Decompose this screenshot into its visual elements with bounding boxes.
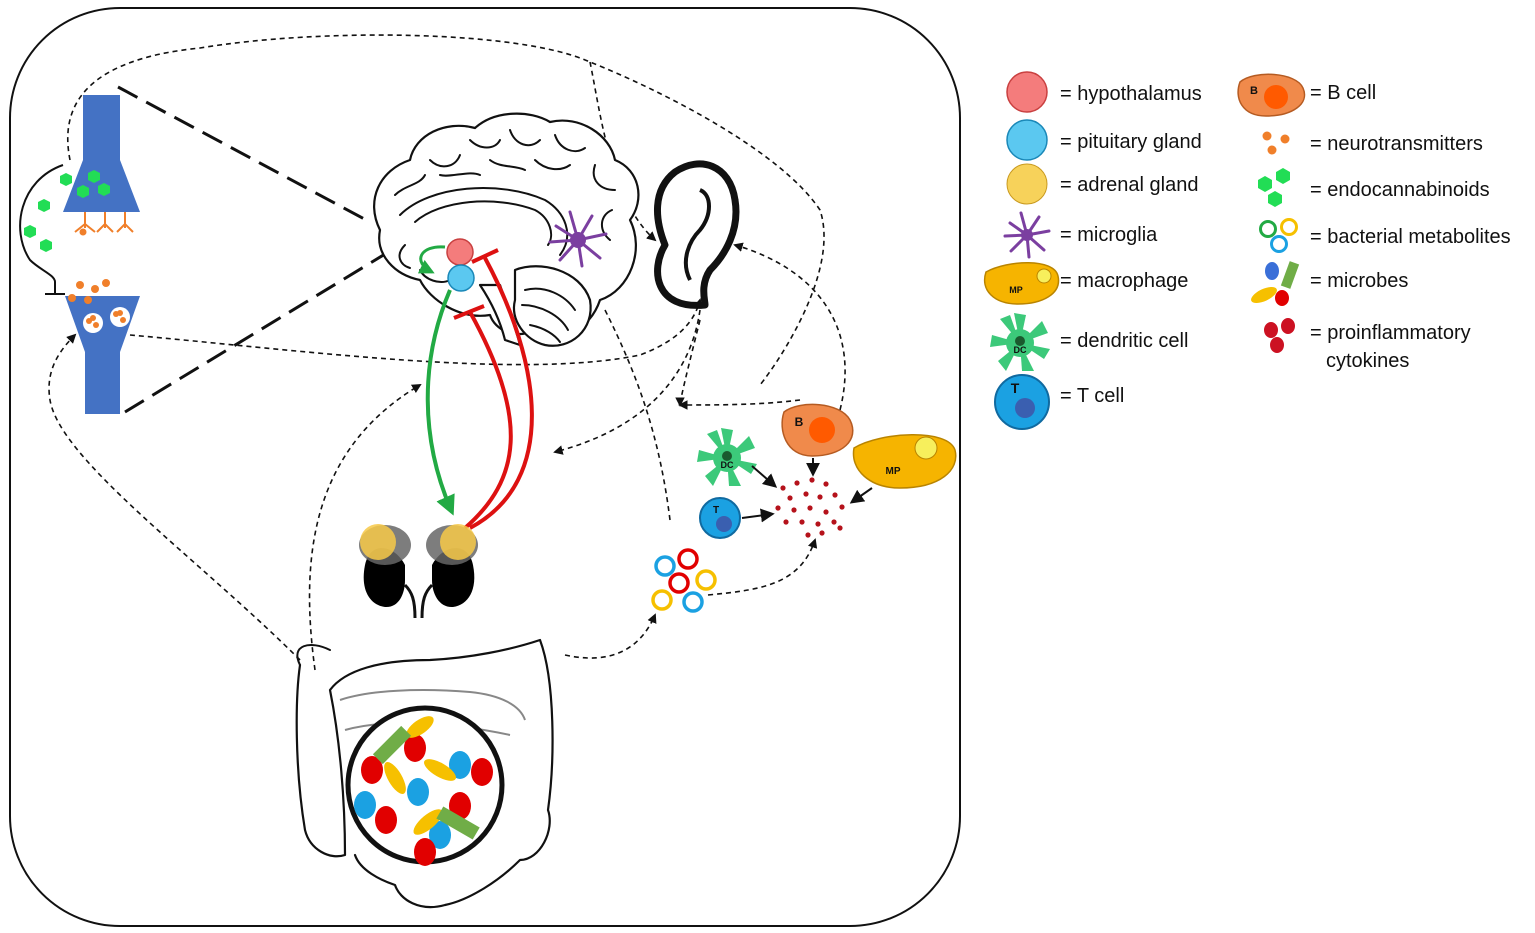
hpa-axis xyxy=(425,248,534,530)
legend-label-b-cell: = B cell xyxy=(1310,82,1376,104)
macrophage-icon: MP xyxy=(983,262,1060,305)
microglia-icon xyxy=(1003,211,1051,259)
brain-pituitary xyxy=(447,264,475,292)
microbes-icon xyxy=(1251,261,1300,306)
t-cell-icon: T xyxy=(994,374,1050,430)
legend-label-neurotransmitters: = neurotransmitters xyxy=(1310,133,1483,155)
brain xyxy=(373,112,640,347)
svg-text:MP: MP xyxy=(1009,285,1023,295)
dendritic-cell-icon: DC xyxy=(990,313,1050,371)
immune-dendritic-cell: DC xyxy=(697,428,757,486)
adrenal-gland-icon xyxy=(1006,163,1048,205)
immune-t-cell: T xyxy=(699,497,741,539)
kidneys-with-adrenals xyxy=(359,524,478,619)
svg-text:DC: DC xyxy=(721,460,734,470)
gut xyxy=(295,638,554,909)
cytokine-cloud xyxy=(775,477,845,538)
legend-label-adrenal: = adrenal gland xyxy=(1060,174,1198,196)
presynaptic-neuron xyxy=(63,95,140,212)
legend-label-dendritic: = dendritic cell xyxy=(1060,330,1188,352)
bacterial-metabolites xyxy=(651,548,717,613)
legend: MP DC T = hypothalamus = pituitary gland… xyxy=(983,71,1511,430)
svg-text:T: T xyxy=(713,505,719,516)
neurotransmitters-icon xyxy=(1262,131,1290,155)
dashed-connections xyxy=(48,34,846,671)
endocannabinoids-icon xyxy=(1258,168,1290,207)
b-cell-icon: B xyxy=(1237,73,1306,117)
svg-text:B: B xyxy=(1250,85,1258,97)
gut-microbes xyxy=(354,716,493,866)
svg-text:T: T xyxy=(1011,380,1020,396)
hypothalamus-icon xyxy=(1006,71,1048,113)
legend-label-endocannabinoids: = endocannabinoids xyxy=(1310,179,1490,201)
legend-label-pituitary: = pituitary gland xyxy=(1060,131,1202,153)
ear xyxy=(654,160,740,309)
brain-microglia xyxy=(548,210,608,268)
immune-b-cell: B xyxy=(781,403,854,457)
brain-hypothalamus xyxy=(446,238,474,266)
legend-label-cytokines-2: cytokines xyxy=(1326,350,1409,372)
svg-text:B: B xyxy=(795,415,804,429)
svg-text:MP: MP xyxy=(886,466,901,477)
immune-macrophage: MP xyxy=(852,434,957,489)
diagram-frame xyxy=(9,7,961,927)
immune-arrows xyxy=(741,458,873,523)
legend-label-cytokines-1: = proinflammatory xyxy=(1310,322,1471,344)
legend-label-microbes: = microbes xyxy=(1310,270,1408,292)
legend-label-t-cell: = T cell xyxy=(1060,385,1124,407)
svg-text:DC: DC xyxy=(1014,345,1027,355)
adrenal-right xyxy=(440,524,476,560)
pituitary-gland-icon xyxy=(1006,119,1048,161)
legend-label-hypothalamus: = hypothalamus xyxy=(1060,83,1202,105)
adrenal-left xyxy=(360,524,396,560)
proinflammatory-cytokines-icon xyxy=(1264,318,1295,353)
legend-label-macrophage: = macrophage xyxy=(1060,270,1188,292)
legend-label-microglia: = microglia xyxy=(1060,224,1158,246)
synapse xyxy=(19,85,396,414)
legend-label-bacterial-metabolites: = bacterial metabolites xyxy=(1310,226,1511,248)
bacterial-metabolites-icon xyxy=(1259,218,1298,253)
